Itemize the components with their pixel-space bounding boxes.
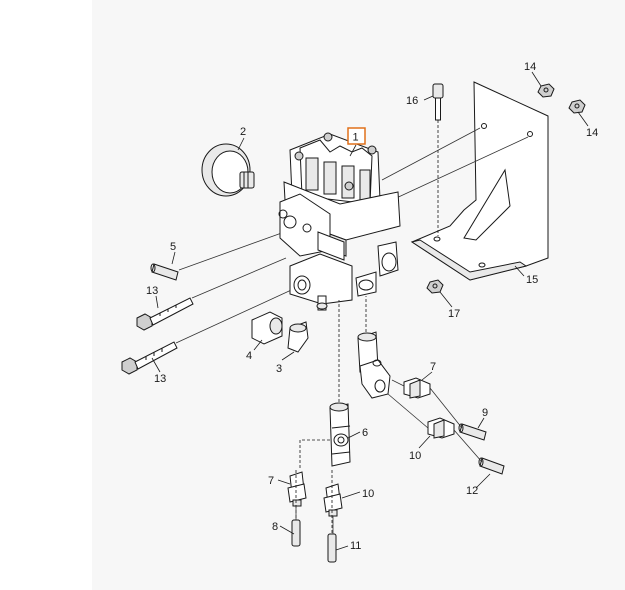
- callout-1[interactable]: 1: [353, 132, 359, 144]
- part-connector-right-lower[interactable]: [427, 417, 455, 439]
- part-bracket[interactable]: [410, 81, 549, 281]
- callout-8[interactable]: 8: [272, 521, 278, 533]
- callout-16[interactable]: 16: [406, 95, 418, 107]
- callout-9[interactable]: 9: [482, 407, 488, 419]
- part-connector-left[interactable]: [287, 471, 307, 507]
- callout-13-lower[interactable]: 13: [154, 373, 166, 385]
- part-bolt-long-lower[interactable]: [121, 341, 178, 375]
- callout-13-upper[interactable]: 13: [146, 285, 158, 297]
- callout-10-right[interactable]: 10: [409, 450, 421, 462]
- callout-14-right[interactable]: 14: [586, 127, 598, 139]
- part-connector-right[interactable]: [403, 377, 431, 399]
- part-tee-fitting[interactable]: [329, 402, 351, 467]
- part-nut-top[interactable]: [537, 83, 555, 98]
- callout-7-left[interactable]: 7: [268, 475, 274, 487]
- part-tube-8[interactable]: [291, 519, 301, 547]
- part-tube-12[interactable]: [478, 457, 505, 475]
- part-nut-right[interactable]: [568, 99, 586, 114]
- part-valve-block[interactable]: [278, 132, 401, 311]
- part-plug[interactable]: [251, 311, 283, 345]
- part-elbow-small[interactable]: [287, 321, 309, 353]
- part-bolt-long-upper[interactable]: [136, 297, 194, 331]
- part-bolt-vertical[interactable]: [432, 83, 444, 236]
- callout-17[interactable]: 17: [448, 308, 460, 320]
- part-tube-11[interactable]: [327, 533, 337, 563]
- part-silencer[interactable]: [201, 143, 255, 197]
- callout-10-left[interactable]: 10: [362, 488, 374, 500]
- part-pin[interactable]: [150, 263, 179, 281]
- callout-14-top[interactable]: 14: [524, 61, 536, 73]
- callout-4[interactable]: 4: [246, 350, 252, 362]
- callout-6[interactable]: 6: [362, 427, 368, 439]
- callout-5[interactable]: 5: [170, 241, 176, 253]
- callout-1-highlight-box: [347, 127, 366, 145]
- part-connector-mid[interactable]: [323, 483, 343, 517]
- callout-15[interactable]: 15: [526, 274, 538, 286]
- part-tube-9[interactable]: [458, 423, 487, 441]
- callout-3[interactable]: 3: [276, 363, 282, 375]
- callout-7-right[interactable]: 7: [430, 361, 436, 373]
- callout-11[interactable]: 11: [350, 540, 361, 552]
- callout-2[interactable]: 2: [240, 126, 246, 138]
- callout-12[interactable]: 12: [466, 485, 478, 497]
